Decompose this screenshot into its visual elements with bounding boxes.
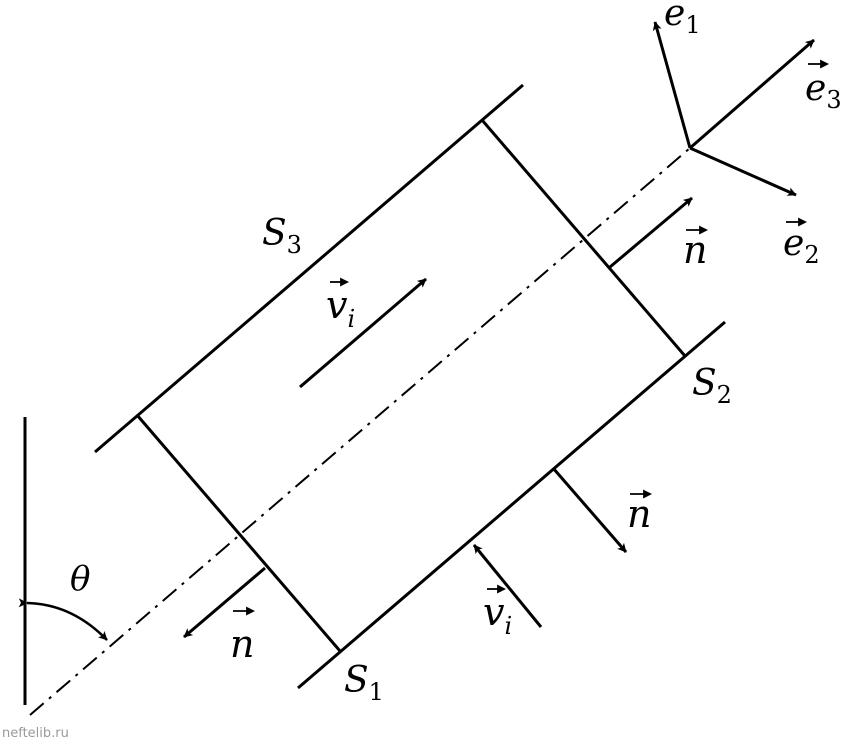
label-normal-s1: n <box>230 622 254 666</box>
label-s2: S2 <box>692 363 732 409</box>
label-e1: e1 <box>664 0 701 39</box>
label-s1: S1 <box>344 660 384 706</box>
normal-arrow-s2 <box>609 196 693 269</box>
axis-dash-dot-line <box>29 147 691 716</box>
label-e2: e2 <box>783 223 820 269</box>
wall-s3 <box>94 83 524 454</box>
label-normal-s3: n <box>627 492 651 536</box>
velocity-arrow-inside <box>299 277 427 389</box>
basis-vector-e3 <box>689 38 815 150</box>
cross-section-s2 <box>480 119 687 357</box>
label-normal-s2: n <box>683 228 707 272</box>
cross-section-s1 <box>135 414 342 652</box>
theta-angle-arc <box>18 598 108 641</box>
basis-vector-e1 <box>652 21 692 149</box>
label-theta: θ <box>70 559 90 599</box>
vector-overline-arrows <box>233 59 830 616</box>
watermark: neftelib.ru <box>2 726 69 740</box>
label-e3: e3 <box>805 68 842 114</box>
normal-arrow-s1 <box>183 566 266 639</box>
normal-arrow-s3 <box>551 467 628 553</box>
label-velocity-inside: vi <box>326 283 355 333</box>
label-velocity-wall: vi <box>483 590 512 640</box>
label-s3: S3 <box>262 213 302 259</box>
basis-vector-e2 <box>689 146 797 197</box>
velocity-arrow-wall <box>472 544 543 628</box>
wall-s1 <box>297 320 726 690</box>
